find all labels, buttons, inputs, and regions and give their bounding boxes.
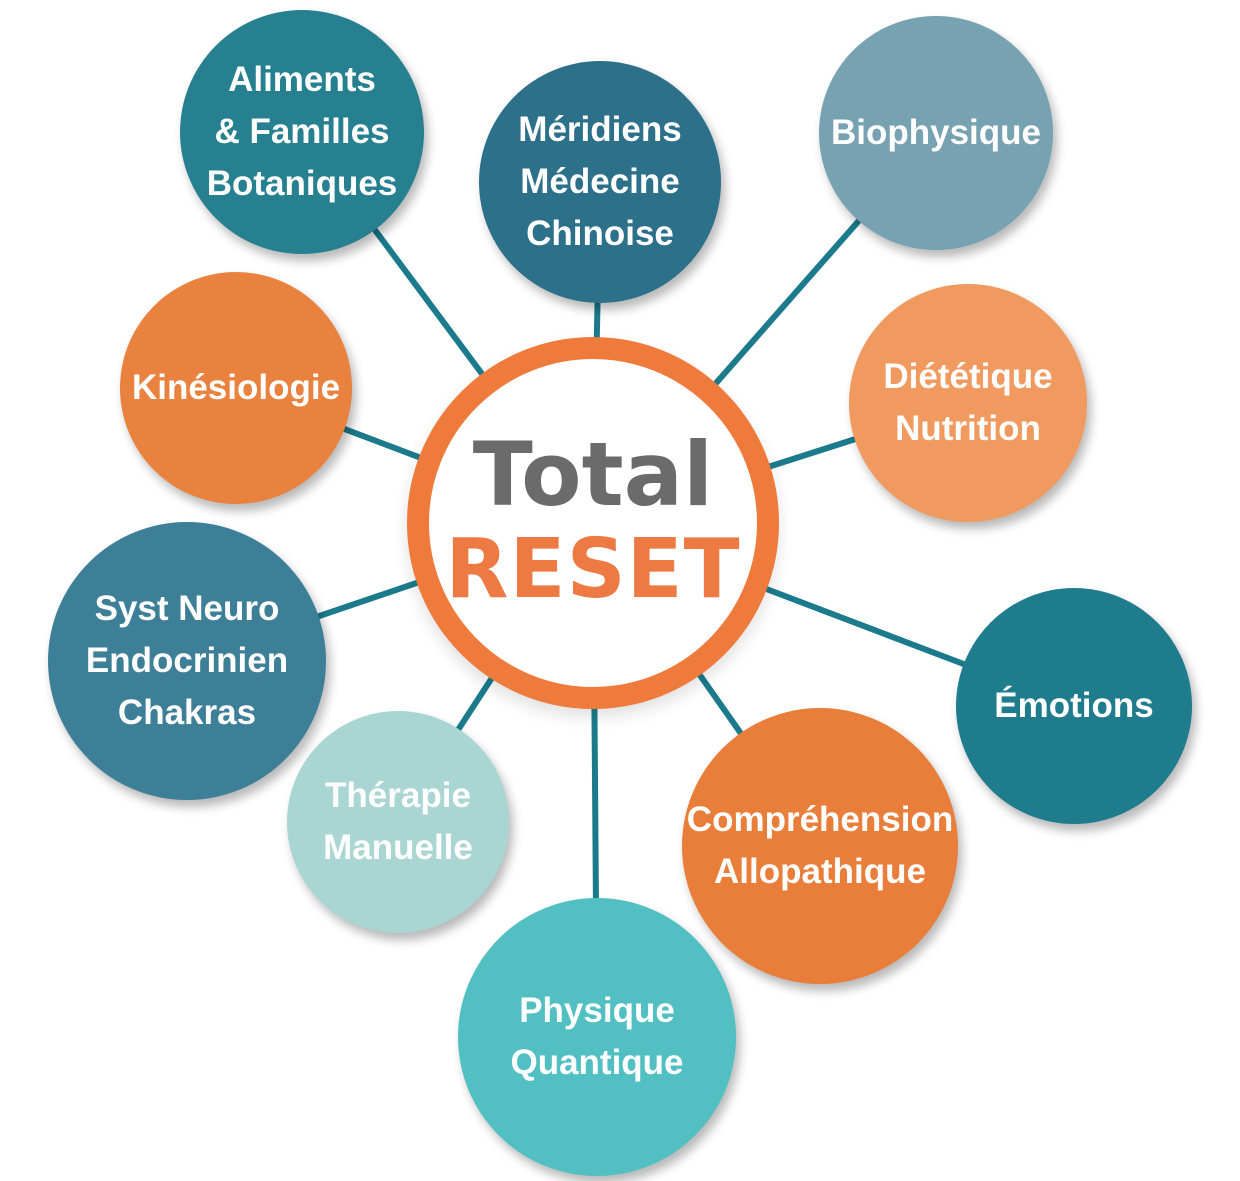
node-physique-quantique: Physique Quantique [458, 898, 736, 1176]
node-label-systneuro: Syst Neuro Endocrinien Chakras [85, 589, 289, 732]
node-label-dietetique: Diététique Nutrition [883, 357, 1053, 448]
center-badge-total-reset: Total RESET [407, 337, 779, 709]
node-meridiens-medecine-chinoise: Méridiens Médecine Chinoise [479, 61, 721, 303]
node-label-aliments: Aliments & Familles Botaniques [206, 60, 398, 203]
node-therapie-manuelle: Thérapie Manuelle [287, 711, 509, 933]
node-dietetique-nutrition: Diététique Nutrition [849, 284, 1087, 522]
node-emotions: Émotions [956, 588, 1192, 824]
node-label-biophysique: Biophysique [830, 113, 1042, 153]
node-label-emotions: Émotions [994, 686, 1154, 726]
node-label-therapie: Thérapie Manuelle [323, 776, 473, 867]
node-kinesiologie: Kinésiologie [120, 272, 352, 504]
node-syst-neuro-endocrinien-chakras: Syst Neuro Endocrinien Chakras [48, 522, 326, 800]
node-comprehension-allopathique: Compréhension Allopathique [682, 708, 958, 984]
node-label-kinesiologie: Kinésiologie [131, 368, 341, 408]
node-label-meridiens: Méridiens Médecine Chinoise [518, 110, 682, 253]
node-label-physique: Physique Quantique [510, 991, 684, 1082]
node-label-comprehension: Compréhension Allopathique [686, 800, 954, 891]
node-biophysique: Biophysique [819, 16, 1053, 250]
node-aliments-familles-botaniques: Aliments & Familles Botaniques [180, 10, 424, 254]
center-title-total: Total [472, 422, 714, 526]
center-title-reset: RESET [445, 521, 741, 617]
